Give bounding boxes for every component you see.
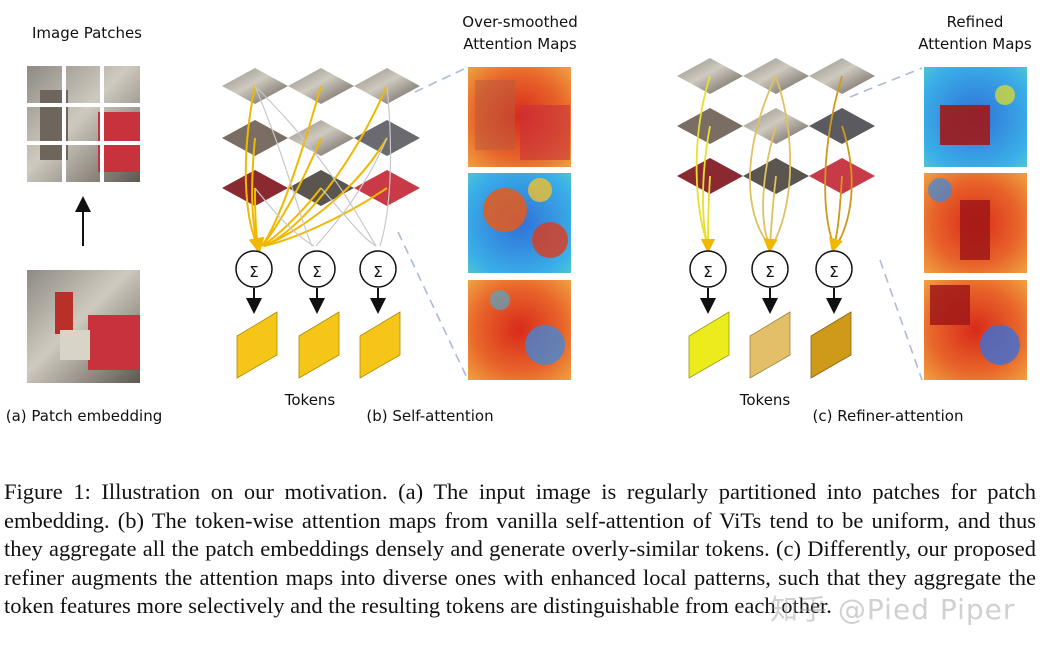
dashed-connectors-c [849, 67, 923, 381]
panel-a-title: Image Patches [32, 24, 142, 42]
svg-text:Σ: Σ [829, 263, 838, 281]
sum-nodes-b: Σ Σ Σ [235, 250, 397, 314]
figure-illustration: Image Patches (a) Patch embedding [6, 13, 1032, 425]
svg-text:Σ: Σ [703, 263, 712, 281]
attention-arrows-c [695, 75, 853, 254]
panel-b-title-line2: Attention Maps [463, 35, 577, 53]
attention-maps-oversmoothed [468, 67, 571, 380]
watermark: 知乎 @Pied Piper [770, 593, 1016, 626]
panel-c-caption: (c) Refiner-attention [813, 407, 964, 425]
tokens-label-b: Tokens [284, 391, 336, 409]
panel-b-caption: (b) Self-attention [366, 407, 493, 425]
svg-text:Σ: Σ [373, 263, 382, 281]
input-image [27, 270, 140, 383]
panel-a-caption: (a) Patch embedding [6, 407, 162, 425]
tokens-b [236, 311, 401, 379]
attention-arrows-b [244, 85, 392, 254]
svg-text:Σ: Σ [312, 263, 321, 281]
sum-nodes-c: Σ Σ Σ [689, 250, 853, 314]
attention-maps-refined [924, 67, 1027, 380]
figure-caption: Figure 1: Illustration on our motivation… [4, 479, 1036, 618]
patch-grid [27, 66, 140, 182]
svg-text:Σ: Σ [765, 263, 774, 281]
panel-b-title-line1: Over-smoothed [462, 13, 577, 31]
tokens-label-c: Tokens [739, 391, 791, 409]
svg-text:Σ: Σ [249, 263, 258, 281]
tokens-c [688, 311, 852, 379]
dashed-connectors-b [397, 67, 469, 381]
panel-c-title-line1: Refined [947, 13, 1004, 31]
panel-c-title-line2: Attention Maps [918, 35, 1032, 53]
